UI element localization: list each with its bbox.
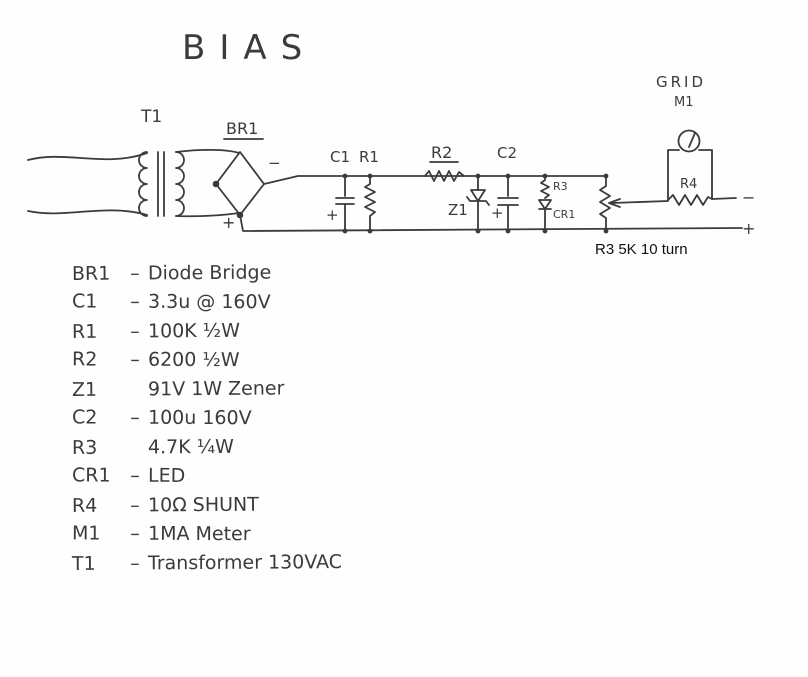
part-desc: Transformer 130VAC	[147, 551, 343, 575]
part-ref: C1	[71, 290, 98, 313]
z1-label: Z1	[448, 201, 468, 219]
parts-list-item: C1 –3.3u @ 160V	[72, 290, 342, 320]
ac-lead-top	[27, 152, 148, 161]
meter-m1-r4-symbol	[667, 129, 737, 206]
part-desc: 6200 ½W	[147, 348, 240, 372]
part-ref: C2	[71, 406, 98, 429]
parts-list-item: CR1–LED	[72, 464, 342, 494]
grid-label: GRID	[656, 73, 706, 91]
bridge-plus-sign: +	[222, 213, 235, 232]
resistor-r3-cr1-led-symbol	[538, 175, 552, 232]
c1-polarity-plus: +	[326, 206, 339, 224]
output-plus-sign: +	[742, 219, 755, 238]
parts-list-item: C2 –100u 160V	[72, 406, 342, 436]
br1-label: BR1	[226, 119, 258, 138]
secondary-lead-top	[175, 148, 240, 154]
part-ref: T1	[71, 552, 96, 575]
part-ref: CR1	[71, 464, 111, 487]
resistor-r2-symbol	[424, 161, 465, 182]
transformer-symbol	[27, 148, 240, 218]
primary-winding	[138, 151, 148, 217]
part-separator: –	[130, 552, 140, 575]
positive-top-rail	[263, 175, 607, 185]
output-minus-lead	[711, 197, 737, 200]
part-desc: 100u 160V	[147, 406, 252, 430]
c2-label: C2	[497, 144, 517, 162]
r3-small-label: R3	[553, 180, 568, 193]
r1-label: R1	[359, 148, 379, 166]
part-desc: 100K ½W	[147, 319, 241, 343]
part-separator: –	[130, 464, 140, 487]
resistor-r1-symbol	[364, 175, 376, 232]
c2-polarity-plus: +	[491, 204, 504, 222]
wiper-arrow	[608, 198, 621, 208]
output-minus-sign: −	[742, 188, 755, 207]
part-separator: –	[130, 406, 140, 429]
resistor-r4-symbol	[667, 194, 713, 206]
parts-list-item: BR1–Diode Bridge	[72, 261, 342, 292]
part-desc: 91V 1W Zener	[147, 377, 285, 401]
part-ref: Z1	[71, 378, 98, 401]
pot-annotation: R3 5K 10 turn	[595, 241, 688, 258]
bridge-diamond	[215, 151, 265, 216]
parts-list-item: Z1 91V 1W Zener	[72, 377, 342, 408]
part-ref: R4	[71, 494, 98, 517]
parts-list-item: R3 4.7K ¼W	[72, 435, 342, 466]
part-ref: R3	[71, 436, 98, 459]
potentiometer-r3-symbol	[599, 175, 669, 232]
parts-list-item: M1 –1MA Meter	[72, 522, 342, 552]
part-desc: 3.3u @ 160V	[147, 290, 271, 314]
part-desc: LED	[147, 464, 186, 487]
secondary-winding	[175, 151, 185, 217]
part-desc: 10Ω SHUNT	[147, 493, 259, 517]
schematic-title: BIAS	[182, 28, 317, 68]
junction-dots	[342, 173, 609, 234]
secondary-lead-bottom	[175, 212, 240, 218]
r4-label: R4	[680, 177, 697, 192]
meter-dial	[677, 129, 701, 153]
part-ref: R1	[71, 320, 98, 343]
parts-list-item: R4 –10Ω SHUNT	[72, 493, 342, 524]
part-desc: 4.7K ¼W	[147, 435, 234, 459]
transformer-core	[157, 151, 165, 217]
parts-list-item: T1 –Transformer 130VAC	[72, 551, 342, 582]
part-desc: Diode Bridge	[147, 261, 272, 285]
c1-label: C1	[330, 148, 350, 166]
t1-label: T1	[140, 107, 162, 127]
part-separator: –	[130, 494, 140, 517]
part-ref: M1	[71, 522, 101, 545]
bridge-minus-sign: −	[268, 154, 281, 172]
junction-dot	[212, 180, 220, 188]
cr1-label: CR1	[553, 208, 575, 221]
capacitor-c2-symbol	[497, 175, 519, 232]
ac-lead-bottom	[27, 209, 148, 216]
part-separator: –	[130, 348, 140, 371]
part-separator: –	[130, 290, 140, 313]
meter-needle	[688, 132, 696, 148]
capacitor-c1-symbol	[335, 175, 355, 232]
r2-label: R2	[431, 143, 452, 162]
bias-circuit-schematic: T1 BR1 − + C1 R1 + R2 C2 Z1 + R3 CR1 GRI…	[27, 73, 755, 238]
bottom-rail	[239, 214, 743, 232]
part-separator: –	[130, 522, 140, 545]
parts-list-item: R2 –6200 ½W	[72, 348, 342, 378]
part-desc: 1MA Meter	[147, 522, 251, 546]
part-ref: R2	[71, 348, 98, 371]
parts-list-item: R1 –100K ½W	[72, 319, 342, 350]
part-separator: –	[130, 320, 140, 343]
part-separator: –	[130, 262, 140, 285]
parts-list: BR1–Diode Bridge C1–3.3u @ 160V R1–100K …	[72, 262, 342, 581]
wiper-lead	[611, 200, 669, 204]
part-ref: BR1	[71, 262, 111, 285]
m1-label: M1	[674, 95, 694, 110]
zener-z1-symbol	[466, 175, 490, 232]
